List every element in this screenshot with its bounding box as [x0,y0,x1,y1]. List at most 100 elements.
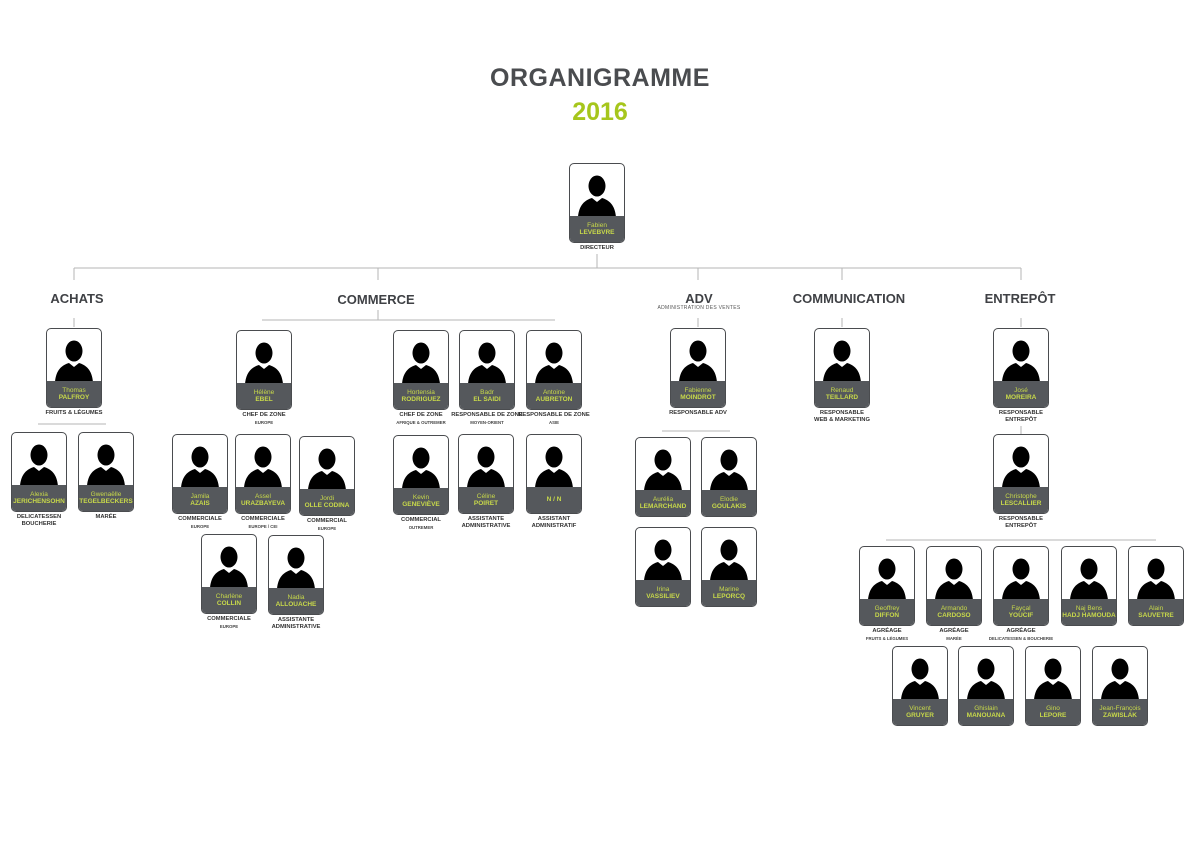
person-last-name: N / N [546,496,562,504]
person-first-name: Christophe [1005,492,1037,500]
person-last-name: GRUYER [906,712,934,719]
person-card-21: Renaud TEILLARD [814,328,870,408]
person-card-7: Antoine AUBRETON [526,330,582,410]
dept-communication: COMMUNICATION [792,291,906,306]
person-card-5: Hortensia RODRIGUEZ [393,330,449,410]
person-card-1: Thomas PALFROY [46,328,102,408]
person-first-name: Jordi [319,494,335,502]
person-silhouette-icon [244,446,282,488]
person-first-name: Fabien [587,221,607,229]
person-first-name: Céline [476,492,496,500]
person-role-detail: DELICATESSEN & BOUCHERIE [988,636,1054,641]
dept-adv: ADV [685,291,713,306]
person-last-name: MOREIRA [1005,394,1037,401]
person-nameplate: Kevin GENEVIÈVE [394,488,448,514]
person-first-name: Jamila [190,492,210,500]
person-role-detail: OUTREMER [408,525,434,530]
dept-achats: ACHATS [50,291,104,306]
person-role-16: RESPONSABLE ADV [643,410,753,417]
dept-adv-subtitle: ADMINISTRATION DES VENTES [657,305,741,311]
person-card-15: Nadia ALLOUACHE [268,535,324,615]
person-role-title: AGRÉAGE [1006,628,1036,634]
person-role-title: ASSISTANTE [277,617,315,623]
person-role-detail: AFRIQUE & OUTREMER [396,420,446,425]
person-silhouette-icon [967,658,1005,700]
person-card-22: José MOREIRA [993,328,1049,408]
person-card-9: Assel URAZBAYEVA [235,434,291,514]
person-last-name: TEILLARD [825,394,859,401]
person-nameplate: Nadia ALLOUACHE [269,588,323,614]
person-last-name: LESCALLIER [1000,500,1042,507]
person-nameplate: Renaud TEILLARD [815,381,869,407]
person-role-title: COMMERCIAL [401,517,441,523]
person-role-detail: ADMINISTRATIVE [271,624,321,630]
person-role-26: AGRÉAGE DELICATESSEN & BOUCHERIE [966,628,1076,642]
person-role-detail: WEB & MARKETING [813,417,871,423]
person-role-title: RESPONSABLE [819,410,865,416]
person-nameplate: Charlène COLLIN [202,587,256,613]
person-card-17: Aurélia LEMARCHAND [635,437,691,517]
person-last-name: GOULAKIS [711,503,747,510]
person-card-14: Charlène COLLIN [201,534,257,614]
person-last-name: URAZBAYEVA [240,500,286,507]
person-last-name: ZAWISLAK [1103,712,1137,719]
person-card-26: Fayçal YOUCIF [993,546,1049,626]
person-first-name: Gino [1046,704,1060,712]
person-card-2: Alexia JERICHENSOHN [11,432,67,512]
person-card-0: Fabien LEVEBVRE [569,163,625,243]
person-last-name: GENEVIÈVE [402,501,440,508]
person-card-25: Armando CARDOSO [926,546,982,626]
person-nameplate: Assel URAZBAYEVA [236,487,290,513]
person-silhouette-icon [308,448,346,490]
person-first-name: Hortensia [407,388,435,396]
page-year: 2016 [572,98,628,126]
person-role-detail: ENTREPÔT [1005,417,1037,423]
person-silhouette-icon [402,342,440,384]
person-nameplate: Badr EL SAIDI [460,383,514,409]
person-first-name: Kevin [412,493,430,501]
person-nameplate: Gwenaëlle TEGELBECKERS [79,485,133,511]
person-silhouette-icon [467,446,505,488]
person-card-24: Geoffrey DIFFON [859,546,915,626]
person-first-name: José [1014,386,1028,394]
person-card-19: Irina VASSILIEV [635,527,691,607]
person-nameplate: Fayçal YOUCIF [994,599,1048,625]
person-card-30: Ghislain MANOUANA [958,646,1014,726]
person-silhouette-icon [1101,658,1139,700]
person-nameplate: Jean-François ZAWISLAK [1093,699,1147,725]
person-last-name: CARDOSO [937,612,971,619]
person-silhouette-icon [1137,558,1175,600]
person-card-23: Christophe LESCALLIER [993,434,1049,514]
person-card-29: Vincent GRUYER [892,646,948,726]
person-first-name: Marine [719,585,739,593]
person-first-name: Thomas [62,386,86,394]
person-last-name: LEPORCQ [712,593,746,600]
person-role-title: ASSISTANTE [467,516,505,522]
person-role-title: COMMERCIAL [307,518,347,524]
person-silhouette-icon [210,546,248,588]
person-role-title: DELICATESSEN [16,514,62,520]
person-role-title: AGRÉAGE [939,628,969,634]
person-silhouette-icon [87,444,125,486]
person-nameplate: Fabienne MOINDROT [671,381,725,407]
person-role-title: ASSISTANT [537,516,571,522]
person-role-title: CHEF DE ZONE [242,412,286,418]
person-nameplate: Ghislain MANOUANA [959,699,1013,725]
person-role-title: RESPONSABLE DE ZONE [518,412,590,418]
person-last-name: AUBRETON [535,396,573,403]
person-last-name: PALFROY [58,394,90,401]
person-card-18: Elodie GOULAKIS [701,437,757,517]
person-silhouette-icon [644,449,682,491]
person-first-name: Ghislain [974,704,998,712]
person-last-name: SAUVETRE [1138,612,1174,619]
person-card-12: Céline POIRET [458,434,514,514]
person-role-title: RESPONSABLE [998,410,1044,416]
person-card-31: Gino LEPORE [1025,646,1081,726]
